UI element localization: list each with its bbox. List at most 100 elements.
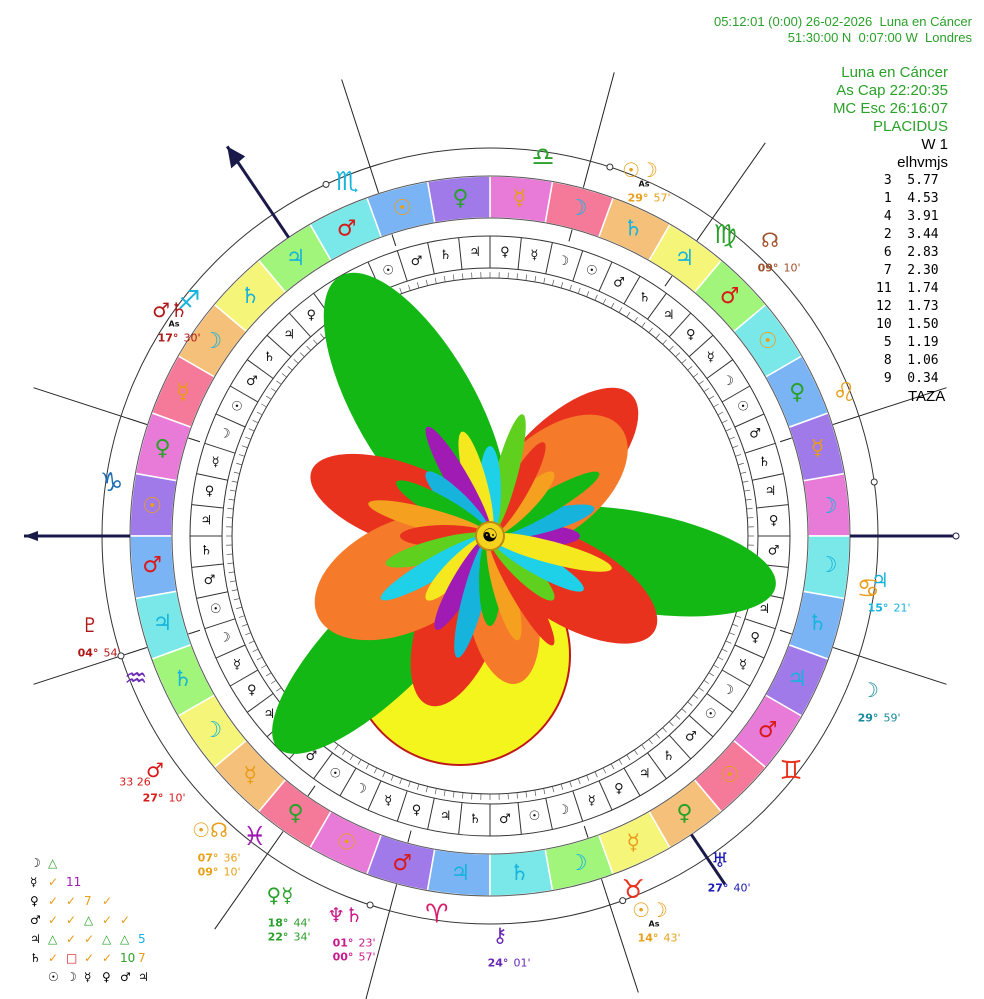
ring-planet-glyph: ☽: [568, 196, 588, 221]
ring-planet-glyph: ♂: [720, 284, 740, 309]
ring-planet-glyph: ♂: [337, 216, 357, 241]
degree-tick: [231, 480, 238, 483]
ring-planet-glyph: ☽: [568, 851, 588, 876]
degree-tick: [693, 373, 699, 378]
degree-tick: [399, 778, 403, 785]
aspect-cell: ☉: [48, 970, 59, 984]
aspect-cell: ☽: [66, 970, 77, 984]
inner-ring-glyph: ♀: [307, 308, 317, 323]
planet-label-extra: 33 26: [119, 776, 151, 789]
angle-axes: [24, 145, 960, 886]
inner-ring-divider: [734, 644, 765, 659]
degree-tick: [737, 462, 744, 466]
inner-ring-divider: [545, 242, 553, 274]
degree-tick: [299, 352, 305, 358]
planet-label-minute: 57': [653, 192, 670, 205]
inner-ring-divider: [215, 413, 246, 428]
planet-label-minute: 10': [783, 262, 800, 275]
zodiac-taurus-glyph: ♉: [621, 875, 644, 905]
degree-tick: [662, 727, 667, 733]
degree-tick: [708, 672, 715, 677]
aspect-cell: 10: [120, 951, 136, 965]
degree-tick: [233, 598, 240, 601]
aspect-cell: 7: [138, 951, 146, 965]
w-label: W 1: [921, 136, 948, 153]
ring-planet-glyph: ♂: [142, 553, 162, 578]
degree-tick: [725, 428, 732, 432]
planet-label-sub: As: [639, 180, 650, 189]
degree-tick: [281, 373, 287, 378]
inner-ring-divider: [191, 563, 224, 568]
planet-label-minute: 43': [663, 932, 680, 945]
planet-label-degree: 07°: [198, 852, 219, 865]
inner-ring-glyph: ♂: [768, 543, 780, 558]
inner-ring-divider: [623, 767, 641, 797]
degree-tick: [452, 791, 455, 798]
inner-ring-glyph: ♃: [765, 484, 777, 499]
inner-ring-glyph: ☉: [382, 263, 394, 278]
zodiac-leo-glyph: ♌: [833, 378, 856, 408]
inner-ring-glyph: ☉: [210, 602, 222, 617]
aspect-cell: ✓: [84, 932, 95, 946]
planet-label-moon-right: ☽29°59': [858, 678, 901, 725]
inner-ring-divider: [623, 275, 641, 305]
degree-tick: [516, 273, 518, 280]
ring-planet-glyph: ☿: [627, 831, 641, 856]
planet-label-minute: 36': [223, 852, 240, 865]
planet-label-degree: 18°: [268, 917, 289, 930]
inner-ring-glyph: ☽: [219, 630, 231, 645]
inner-ring-divider: [247, 359, 274, 379]
degree-tick: [681, 359, 687, 364]
degree-tick: [229, 580, 236, 583]
degree-tick: [390, 775, 394, 781]
degree-tick: [245, 436, 251, 440]
degree-tick: [633, 316, 638, 323]
degree-tick: [717, 656, 724, 661]
inner-ring-divider: [734, 413, 765, 428]
degree-tick: [543, 788, 546, 795]
aspect-cell: ♃: [138, 970, 149, 984]
degree-tick: [365, 763, 370, 770]
degree-tick: [248, 428, 255, 432]
degree-tick: [525, 274, 528, 281]
chart-location-header: 51:30:00 N 0:07:00 W Londres: [787, 30, 972, 45]
aspect-cell: ✓: [66, 913, 77, 927]
ring-planet-glyph: ♀: [287, 801, 303, 826]
ring-planet-glyph: ♃: [451, 861, 471, 886]
ring-planet-glyph: ♄: [808, 611, 828, 636]
inner-ring-glyph: ☉: [329, 767, 341, 782]
inner-ring-divider: [204, 442, 236, 454]
chart-info-panel: Luna en Cáncer As Cap 22:20:35 MC Esc 26…: [833, 64, 948, 172]
planet-label-degree-2: 00°: [333, 951, 354, 964]
inner-ring-glyph: ☿: [384, 794, 392, 809]
planet-label-chiron: ⚷24°01': [488, 923, 531, 970]
degree-tick: [655, 733, 660, 739]
aspect-row: ☉☽☿♀♂♃: [30, 968, 156, 987]
degree-tick: [252, 419, 259, 424]
descendant-end-dot: [952, 532, 960, 540]
weight-row: 2 3.44: [876, 227, 939, 242]
planet-glyph-icon: ♃: [871, 568, 889, 592]
degree-tick: [416, 783, 420, 790]
degree-tick: [349, 754, 354, 761]
degree-tick: [416, 282, 420, 289]
degree-tick: [698, 687, 704, 692]
degree-tick: [261, 403, 267, 408]
degree-tick: [287, 366, 293, 371]
aspect-cell: ♂: [120, 970, 131, 984]
zodiac-capricorn-glyph: ♑: [100, 468, 123, 498]
ring-planet-glyph: ☽: [202, 718, 222, 743]
inner-ring-glyph: ♂: [749, 427, 761, 442]
inner-ring-glyph: ♃: [663, 308, 675, 323]
planet-label-minute: 59': [883, 712, 900, 725]
inner-ring-glyph: ♂: [499, 812, 511, 827]
aspect-row: ☽△: [30, 854, 156, 873]
inner-ring-glyph: ♀: [686, 328, 696, 343]
degree-tick: [534, 790, 537, 797]
planet-label-degree: 04°: [78, 647, 99, 660]
zodiac-pisces-glyph: ♓: [243, 822, 266, 852]
planet-glyph-icon: ☉☽: [622, 158, 658, 182]
degree-tick: [534, 275, 537, 282]
degree-tick: [252, 648, 259, 653]
inner-ring-glyph: ♃: [440, 809, 452, 824]
